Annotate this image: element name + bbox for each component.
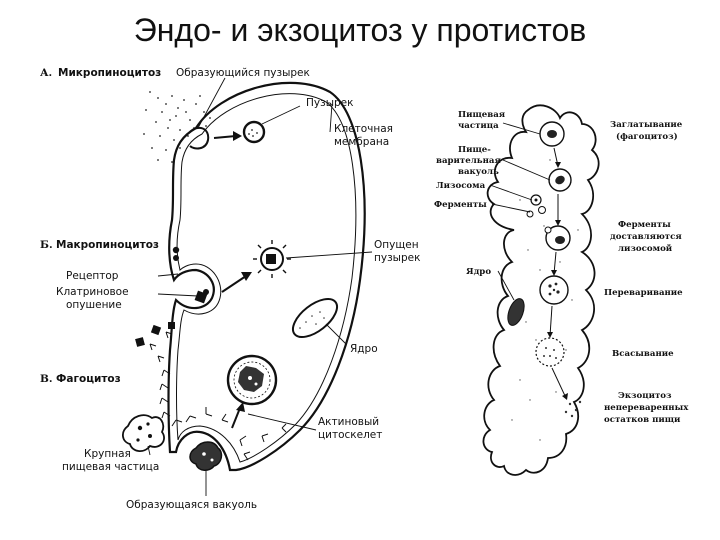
clathrin-pit [194,290,208,304]
phagocytic-vacuole [226,354,278,406]
section-a-title: Микропиноцитоз [58,67,161,79]
stage-exocytosis-2: непереваренных [604,403,689,413]
stage-absorption: Всасывание [612,349,674,359]
stage-exocytosis-3: остатков пищи [604,415,681,425]
food-particle-vacuole [539,121,565,147]
slide-title: Эндо- и экзоцитоз у протистов [133,12,587,48]
stage-swallow-2: (фагоцитоз) [616,131,678,142]
arrow-head [233,131,242,141]
label-large-food-1: Крупная [84,448,131,460]
label-lowered-2: пузырек [374,252,420,264]
large-food-particle [122,414,165,452]
label-forming-vesicle: Образующийся пузырек [176,67,310,79]
digestive-vacuole [548,168,572,192]
label-actin-2: цитоскелет [318,429,382,441]
section-a-prefix: А. [40,67,52,79]
label-lowered-1: Опущен [374,239,419,251]
label-digestive-1: Пище- [458,145,491,155]
label-enzymes: Ферменты [434,200,487,210]
stage-exocytosis-1: Экзоцитоз [618,391,672,401]
arrow-to-lowered-vesicle [221,275,247,293]
label-digestive-3: вакуоль [458,167,499,177]
nucleus-texture [299,311,325,329]
right-amoeba-diagram: Пищевая частица Пище- варительная вакуол… [434,104,689,476]
arrow-to-vacuole [231,407,241,429]
label-lysosome: Лизосома [436,181,486,191]
stage-enzymes-3: лизосомой [618,243,673,254]
label-membrane-1: Клеточная [334,123,393,135]
label-clathrin-1: Клатриновое [56,286,129,298]
label-actin-1: Актиновый [318,416,379,428]
label-membrane-2: мембрана [334,136,389,148]
cell-membrane-outer [167,81,366,472]
label-nucleus-right: Ядро [466,267,491,277]
stage-swallow-1: Заглатывание [610,120,683,130]
svg-text:Б.: Б. [40,239,53,251]
stage-enzymes-1: Ферменты [618,220,671,230]
section-b-prefix: Б. [40,239,53,251]
label-forming-vacuole: Образующаяся вакуоль [126,499,257,511]
svg-text:А.: А. [40,67,52,79]
label-food-particle-1: Пищевая [458,110,506,120]
section-v-title: Фагоцитоз [56,373,121,385]
enzymes-delivered-vacuole [544,225,571,251]
actin-cytoskeleton-marks [149,331,287,461]
lowered-vesicle [253,240,291,278]
nucleus [292,297,338,339]
label-digestive-2: варительная [436,156,501,166]
lysosome [530,194,542,206]
vesicle [242,120,266,144]
arrow-head [236,402,245,412]
amoeba-stipple [511,159,579,441]
external-particles [135,322,175,347]
micropinocytosis-particles [143,91,211,163]
engulfed-food-particle [189,441,223,471]
right-leader-lines [489,122,551,301]
label-large-food-2: пищевая частица [62,461,159,473]
label-clathrin-2: опушение [66,299,122,311]
left-cell-diagram: А. Микропиноцитоз Б. Макропиноцитоз В. Ф… [40,67,420,511]
forming-vesicle-notch [189,126,210,150]
arrow-to-vesicle [213,135,237,139]
label-receptor: Рецептор [66,270,119,282]
flow-arrowheads [547,162,568,400]
label-vesicle: Пузырек [306,97,353,109]
cell-membrane-inner [176,93,357,463]
leader-lines [147,77,373,496]
label-nucleus-left: Ядро [350,343,378,355]
svg-text:В.: В. [40,373,53,385]
amoeba-nucleus [507,298,525,326]
section-b-title: Макропиноцитоз [56,239,159,251]
exocytosis-residue [564,400,582,418]
section-v-prefix: В. [40,373,53,385]
stage-digestion: Переваривание [604,288,683,298]
label-food-particle-2: частица [458,121,499,131]
flow-arrows [549,147,567,399]
digestion-vacuole [539,275,569,305]
arrow-head [241,272,252,281]
stage-enzymes-2: доставляются [610,232,682,242]
enzymes-granules [526,206,546,218]
